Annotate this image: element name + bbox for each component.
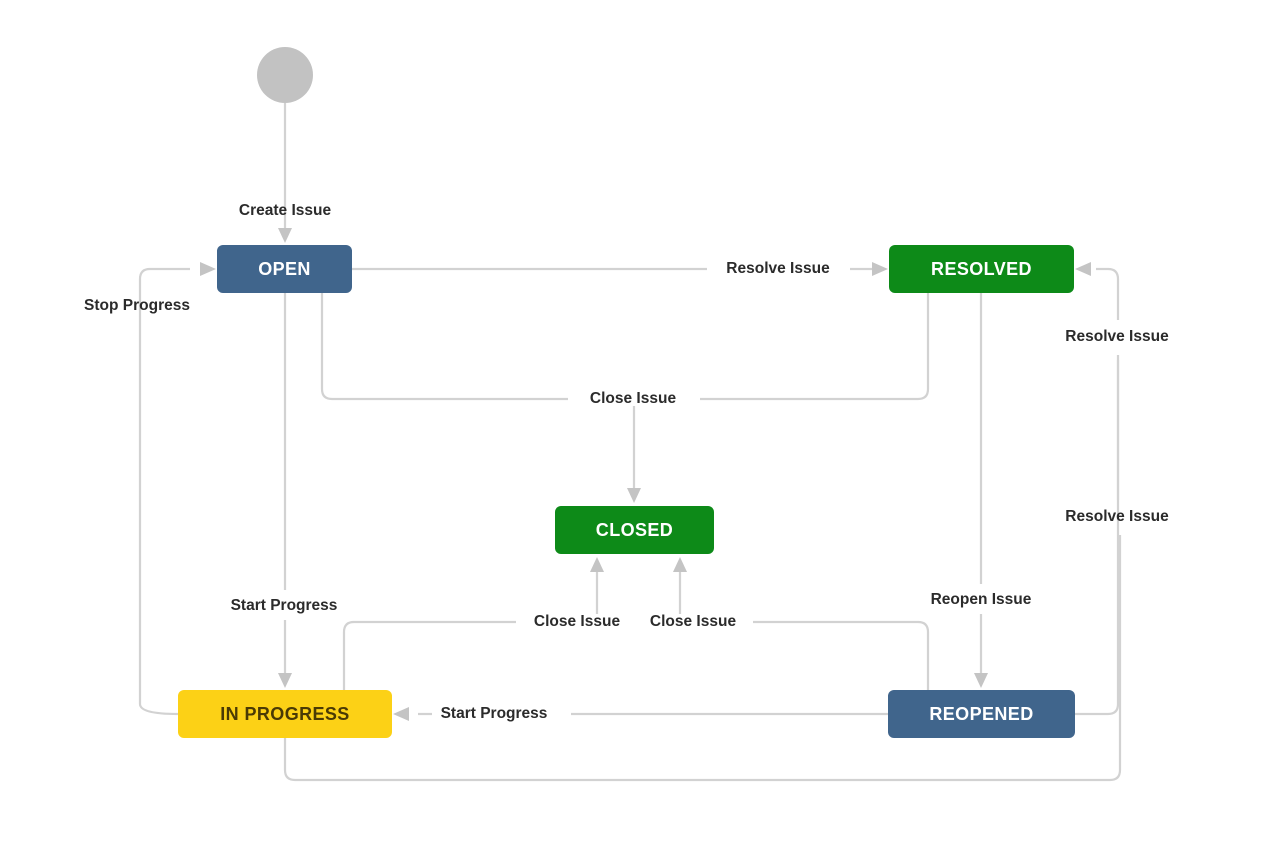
edge-label-in-progress-to-resolved: Resolve Issue — [1065, 508, 1169, 525]
node-in-progress[interactable]: IN PROGRESS — [178, 690, 392, 738]
edge-open-to-closed[interactable] — [320, 293, 568, 401]
edge-in-progress-to-open-path — [138, 267, 190, 716]
edge-in-progress-to-closed[interactable] — [342, 557, 604, 690]
edge-reopened-to-in-progress[interactable] — [393, 707, 888, 721]
edge-create-issue-arrow — [278, 228, 292, 243]
edge-to-closed-arrow — [627, 488, 641, 503]
edge-reopened-to-closed[interactable] — [673, 557, 930, 690]
edge-label-in-progress-to-open: Stop Progress — [84, 297, 190, 314]
start-node-circle[interactable] — [257, 47, 313, 103]
edge-open-to-closed-path — [320, 293, 568, 401]
node-layer: OPEN RESOLVED CLOSED IN PROGRESS REOPENE… — [178, 245, 1075, 738]
edge-reopened-to-resolved-path-lower — [1075, 355, 1120, 716]
edge-label-open-to-resolved: Resolve Issue — [726, 260, 830, 277]
edge-label-open-to-closed: Close Issue — [590, 390, 677, 407]
node-resolved[interactable]: RESOLVED — [889, 245, 1074, 293]
edge-reopened-to-in-progress-arrow — [393, 707, 409, 721]
edge-in-progress-to-closed-path — [342, 620, 516, 690]
node-reopened[interactable]: REOPENED — [888, 690, 1075, 738]
node-closed-rect[interactable] — [555, 506, 714, 554]
node-closed[interactable]: CLOSED — [555, 506, 714, 554]
edge-reopened-to-resolved[interactable] — [1075, 262, 1120, 716]
edge-label-reopened-to-resolved: Resolve Issue — [1065, 328, 1169, 345]
node-resolved-label: RESOLVED — [931, 259, 1032, 279]
edge-label-reopened-to-closed: Close Issue — [650, 613, 737, 630]
edge-in-progress-to-open[interactable] — [138, 262, 216, 716]
edge-reopened-to-closed-arrow — [673, 557, 687, 572]
edge-in-progress-to-resolved-path-lower — [283, 535, 1122, 782]
edge-layer — [138, 103, 1122, 782]
edge-in-progress-to-open-arrow — [200, 262, 216, 276]
edge-label-open-to-in-progress: Start Progress — [231, 597, 338, 614]
edge-label-layer: Create Issue Resolve Issue Close Issue S… — [84, 202, 1169, 722]
node-closed-label: CLOSED — [596, 520, 673, 540]
node-open[interactable]: OPEN — [217, 245, 352, 293]
edge-reopened-to-resolved-path-upper — [1096, 267, 1120, 320]
edge-label-create-issue: Create Issue — [239, 202, 332, 219]
edge-create-issue[interactable] — [278, 103, 292, 243]
edge-resolved-to-reopened[interactable] — [974, 293, 988, 688]
node-reopened-label: REOPENED — [929, 704, 1033, 724]
node-open-rect[interactable] — [217, 245, 352, 293]
node-in-progress-label: IN PROGRESS — [220, 704, 349, 724]
edge-open-to-in-progress[interactable] — [278, 293, 292, 688]
edge-label-resolved-to-reopened: Reopen Issue — [931, 591, 1032, 608]
edge-resolved-to-closed[interactable] — [627, 293, 930, 503]
node-open-label: OPEN — [258, 259, 311, 279]
edge-open-to-in-progress-arrow — [278, 673, 292, 688]
edge-label-reopened-to-in-progress: Start Progress — [441, 705, 548, 722]
node-resolved-rect[interactable] — [889, 245, 1074, 293]
edge-resolved-to-reopened-arrow — [974, 673, 988, 688]
edge-label-in-progress-to-closed: Close Issue — [534, 613, 621, 630]
edge-open-to-resolved-arrow — [872, 262, 888, 276]
edge-reopened-to-closed-path — [753, 620, 930, 690]
node-in-progress-rect[interactable] — [178, 690, 392, 738]
edge-resolved-to-closed-path — [700, 293, 930, 401]
edge-in-progress-to-resolved[interactable] — [283, 360, 1122, 782]
edge-in-progress-to-closed-arrow — [590, 557, 604, 572]
node-reopened-rect[interactable] — [888, 690, 1075, 738]
edge-reopened-to-resolved-arrow — [1075, 262, 1091, 276]
edge-open-to-resolved[interactable] — [352, 262, 888, 276]
